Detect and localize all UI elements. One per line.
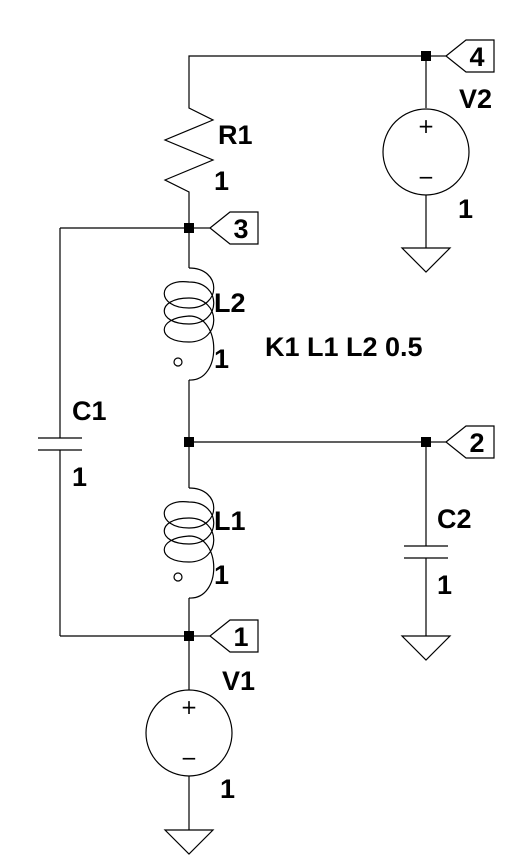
v2-name: V2 <box>459 84 492 114</box>
v2-value: 1 <box>458 194 473 224</box>
inductor-l1 <box>163 487 215 636</box>
wire-node1 <box>60 635 190 690</box>
v1-minus-sign: − <box>181 746 198 770</box>
l2-name: L2 <box>214 288 246 318</box>
wire-top <box>188 55 427 108</box>
ground-icon <box>400 247 452 273</box>
r1-value: 1 <box>214 166 229 196</box>
v2-minus-sign: − <box>418 165 435 189</box>
node-flag-4: 4 <box>421 39 495 73</box>
coupling-directive: K1 L1 L2 0.5 <box>265 332 423 362</box>
node-2-label: 2 <box>469 428 484 458</box>
node-4-label: 4 <box>469 42 484 72</box>
node-flag-1: 1 <box>184 619 259 653</box>
c2-value: 1 <box>437 570 452 600</box>
wire-node2 <box>188 441 427 546</box>
capacitor-c2 <box>400 545 452 661</box>
voltage-source-v2 <box>382 108 470 248</box>
v1-name: V1 <box>222 666 255 696</box>
ground-icon <box>163 829 215 855</box>
capacitor-c1 <box>38 437 82 636</box>
l2-value: 1 <box>214 344 229 374</box>
inductor-l2 <box>163 267 215 442</box>
node-3-label: 3 <box>233 214 248 244</box>
r1-name: R1 <box>218 120 253 150</box>
c1-value: 1 <box>72 462 87 492</box>
node-flag-2: 2 <box>421 425 495 459</box>
voltage-source-v1 <box>145 689 233 830</box>
l1-value: 1 <box>214 560 229 590</box>
junction-dot <box>184 437 194 447</box>
c1-name: C1 <box>72 396 107 426</box>
node-1-label: 1 <box>233 622 248 652</box>
v1-value: 1 <box>220 774 235 804</box>
wire-node3 <box>59 227 190 438</box>
l1-name: L1 <box>214 506 246 536</box>
c2-name: C2 <box>437 504 472 534</box>
v1-plus-sign: + <box>181 695 198 719</box>
v2-plus-sign: + <box>418 114 435 138</box>
resistor-r1 <box>163 98 215 228</box>
ground-icon <box>400 635 452 661</box>
node-flag-3: 3 <box>184 211 259 245</box>
